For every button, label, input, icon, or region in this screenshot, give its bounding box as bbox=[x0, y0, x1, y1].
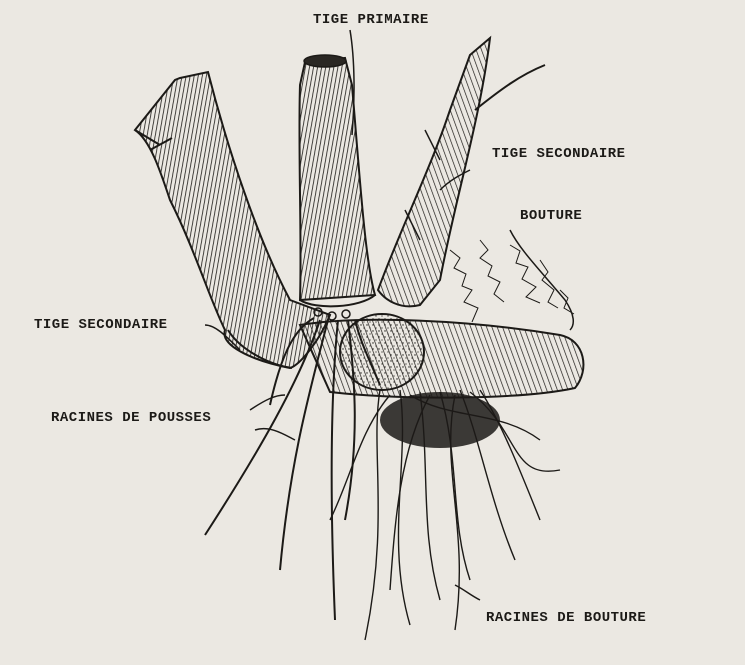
label-bouture: BOUTURE bbox=[520, 208, 582, 224]
primary-stem bbox=[299, 55, 375, 320]
right-secondary-stem bbox=[378, 38, 545, 306]
label-tige-secondaire-right: TIGE SECONDAIRE bbox=[492, 146, 626, 162]
cutting bbox=[300, 314, 583, 398]
label-racines-de-bouture: RACINES DE BOUTURE bbox=[486, 610, 646, 626]
fine-roots bbox=[450, 240, 574, 322]
label-tige-secondaire-left: TIGE SECONDAIRE bbox=[34, 317, 168, 333]
root-mass bbox=[380, 392, 500, 448]
label-tige-primaire: TIGE PRIMAIRE bbox=[313, 12, 429, 28]
label-racines-de-pousses: RACINES DE POUSSES bbox=[51, 410, 211, 426]
